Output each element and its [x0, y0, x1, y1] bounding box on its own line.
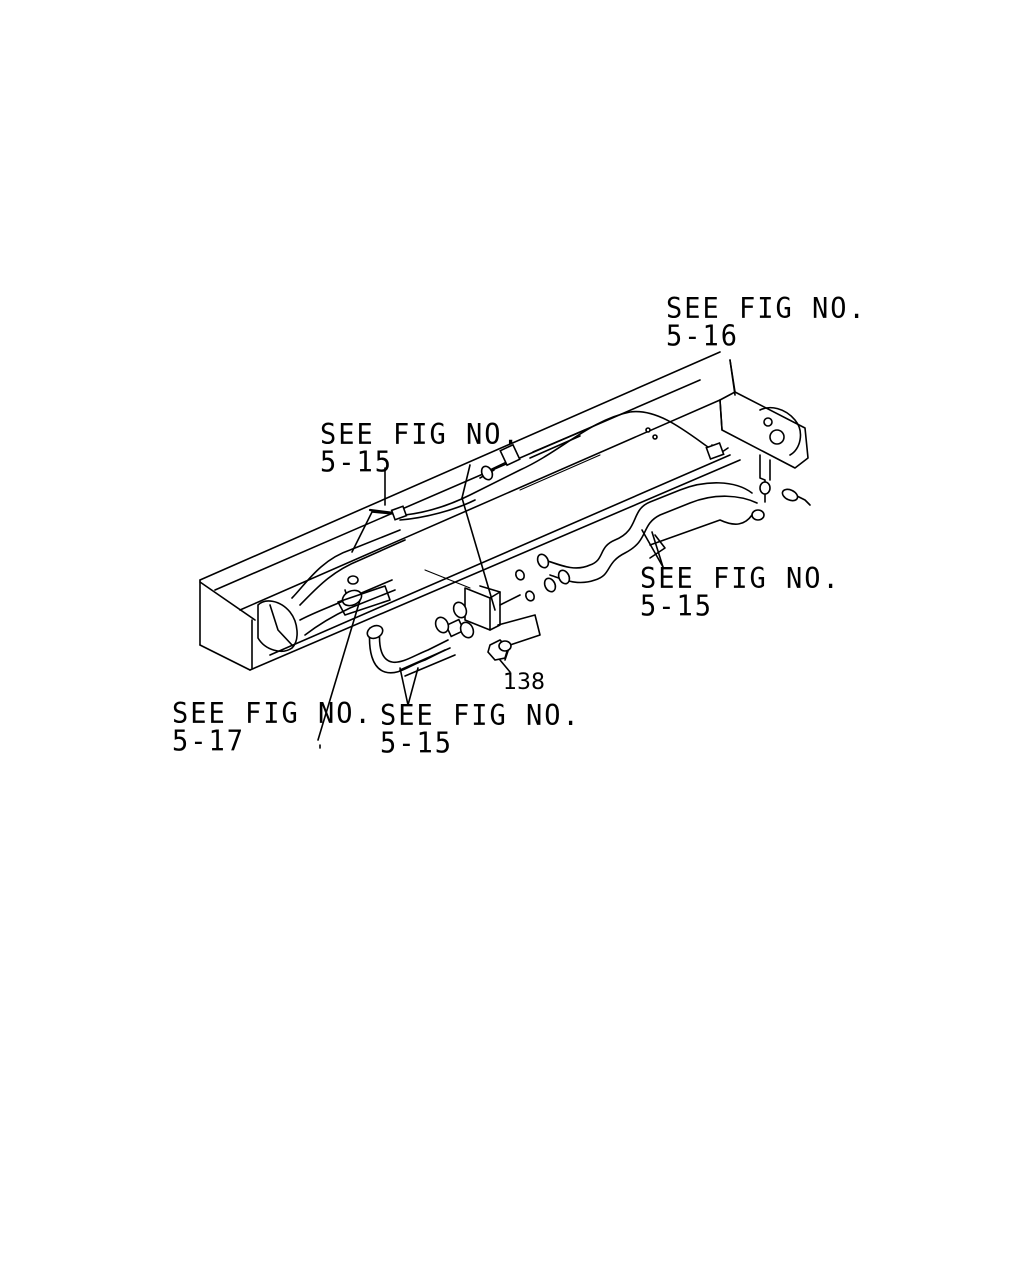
callout-figure-number: 5-15 — [320, 446, 394, 479]
callout-title: SEE FIG NO. — [172, 697, 373, 731]
callout-title: SEE FIG NO. — [640, 562, 841, 596]
callout-figure-number: 5-15 — [380, 727, 454, 760]
lower-brake-lines — [366, 624, 456, 677]
callout-fig-5-15-right: SEE FIG NO. 5-15 — [640, 562, 841, 623]
upper-brake-line — [368, 410, 716, 611]
callout-fig-5-16: SEE FIG NO. 5-16 — [666, 292, 867, 353]
left-component — [257, 511, 406, 741]
frame-rail — [199, 351, 741, 671]
callout-title: SEE FIG NO. — [666, 292, 867, 326]
callout-title: SEE FIG NO. — [380, 699, 581, 733]
callout-fig-5-15-lower: SEE FIG NO. 5-15 — [380, 699, 581, 760]
right-brake-lines — [515, 482, 758, 602]
callout-fig-5-17: SEE FIG NO. 5-17 — [172, 697, 373, 758]
callout-fig-5-15-upper: SEE FIG NO. 5-15 — [320, 418, 521, 479]
callout-figure-number: 5-17 — [172, 725, 246, 758]
callout-leaders — [319, 359, 736, 749]
callout-figure-number: 5-16 — [666, 320, 740, 353]
junction-bracket — [424, 569, 541, 661]
valve-assembly — [705, 359, 811, 521]
part-number-138: 138 — [503, 670, 545, 695]
callout-figure-number: 5-15 — [640, 590, 714, 623]
callout-title: SEE FIG NO. — [320, 418, 521, 452]
